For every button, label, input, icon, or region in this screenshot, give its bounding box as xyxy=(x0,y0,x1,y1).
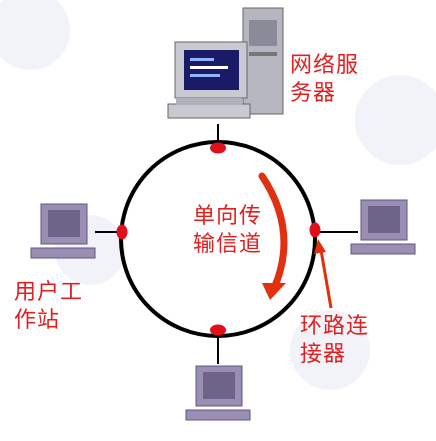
connector-pointer-line xyxy=(319,249,333,309)
connector-dot-top xyxy=(210,142,226,154)
channel-label-line-2: 输信道 xyxy=(193,232,263,257)
server-label-line-2: 务器 xyxy=(290,81,337,106)
watermark xyxy=(0,0,436,390)
channel-label-line-1: 单向传 xyxy=(193,204,263,229)
server-label: 网络服 务器 xyxy=(290,52,359,108)
workstation-bottom-computer-icon xyxy=(185,365,251,421)
workstation-label: 用户工 作站 xyxy=(14,279,83,335)
connector-label: 环路连 接器 xyxy=(300,313,369,369)
connector-pointer-head xyxy=(314,239,326,254)
connector-dot-right xyxy=(309,222,321,238)
server-computer-icon xyxy=(167,7,284,119)
workstation-label-line-2: 作站 xyxy=(14,308,61,333)
connector-label-line-1: 环路连 xyxy=(300,314,370,339)
channel-label: 单向传 输信道 xyxy=(193,203,262,259)
server-label-line-1: 网络服 xyxy=(290,53,360,78)
connector-label-line-2: 接器 xyxy=(300,342,347,367)
workstation-label-line-1: 用户工 xyxy=(14,280,84,305)
connector-dot-left xyxy=(116,224,128,240)
one-way-flow-arrow xyxy=(258,172,288,290)
ring-connectors xyxy=(116,142,321,336)
flow-arrowhead xyxy=(262,283,286,300)
workstation-left-computer-icon xyxy=(30,203,96,259)
workstation-right-computer-icon xyxy=(350,199,416,255)
connector-dot-bottom xyxy=(210,324,226,336)
